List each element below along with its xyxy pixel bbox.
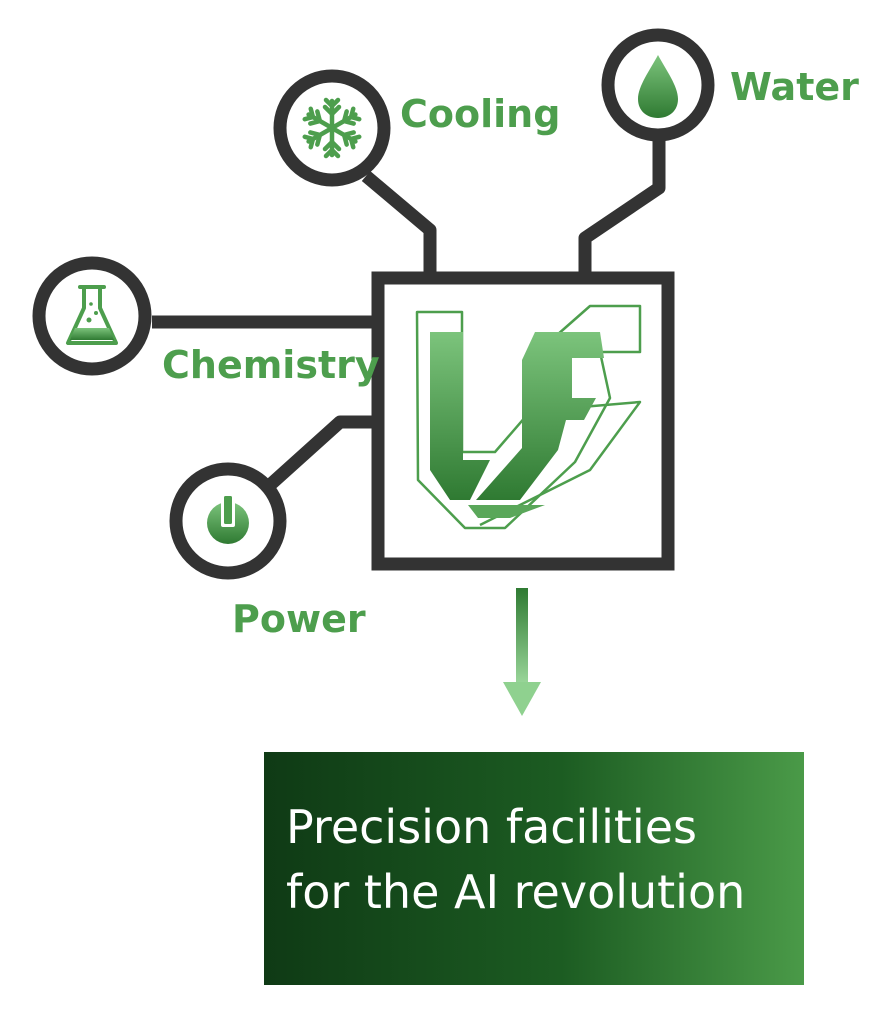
connectors: [152, 130, 666, 490]
vf-logo: [415, 304, 642, 530]
water-label: Water: [730, 65, 859, 109]
tagline-line-1: Precision facilities: [286, 800, 697, 854]
power-label: Power: [232, 597, 366, 641]
connector-cooling: [361, 171, 437, 278]
connector-power: [265, 415, 378, 490]
center-box: [371, 271, 675, 571]
down-arrow-icon: [503, 588, 541, 716]
node-water: [601, 28, 715, 142]
water-drop-icon: [638, 55, 678, 118]
tagline-line-2: for the AI revolution: [286, 865, 746, 919]
node-chemistry: [32, 256, 152, 376]
node-power: [169, 462, 287, 580]
power-icon: [207, 493, 249, 544]
snowflake-icon: [304, 97, 359, 156]
chemistry-label: Chemistry: [162, 343, 380, 387]
connector-water: [578, 130, 666, 278]
tagline-banner: Precision facilities for the AI revoluti…: [264, 752, 804, 985]
cooling-label: Cooling: [400, 92, 561, 136]
node-cooling: [273, 69, 391, 187]
flask-icon: [66, 285, 118, 345]
banner-background: [264, 752, 804, 985]
